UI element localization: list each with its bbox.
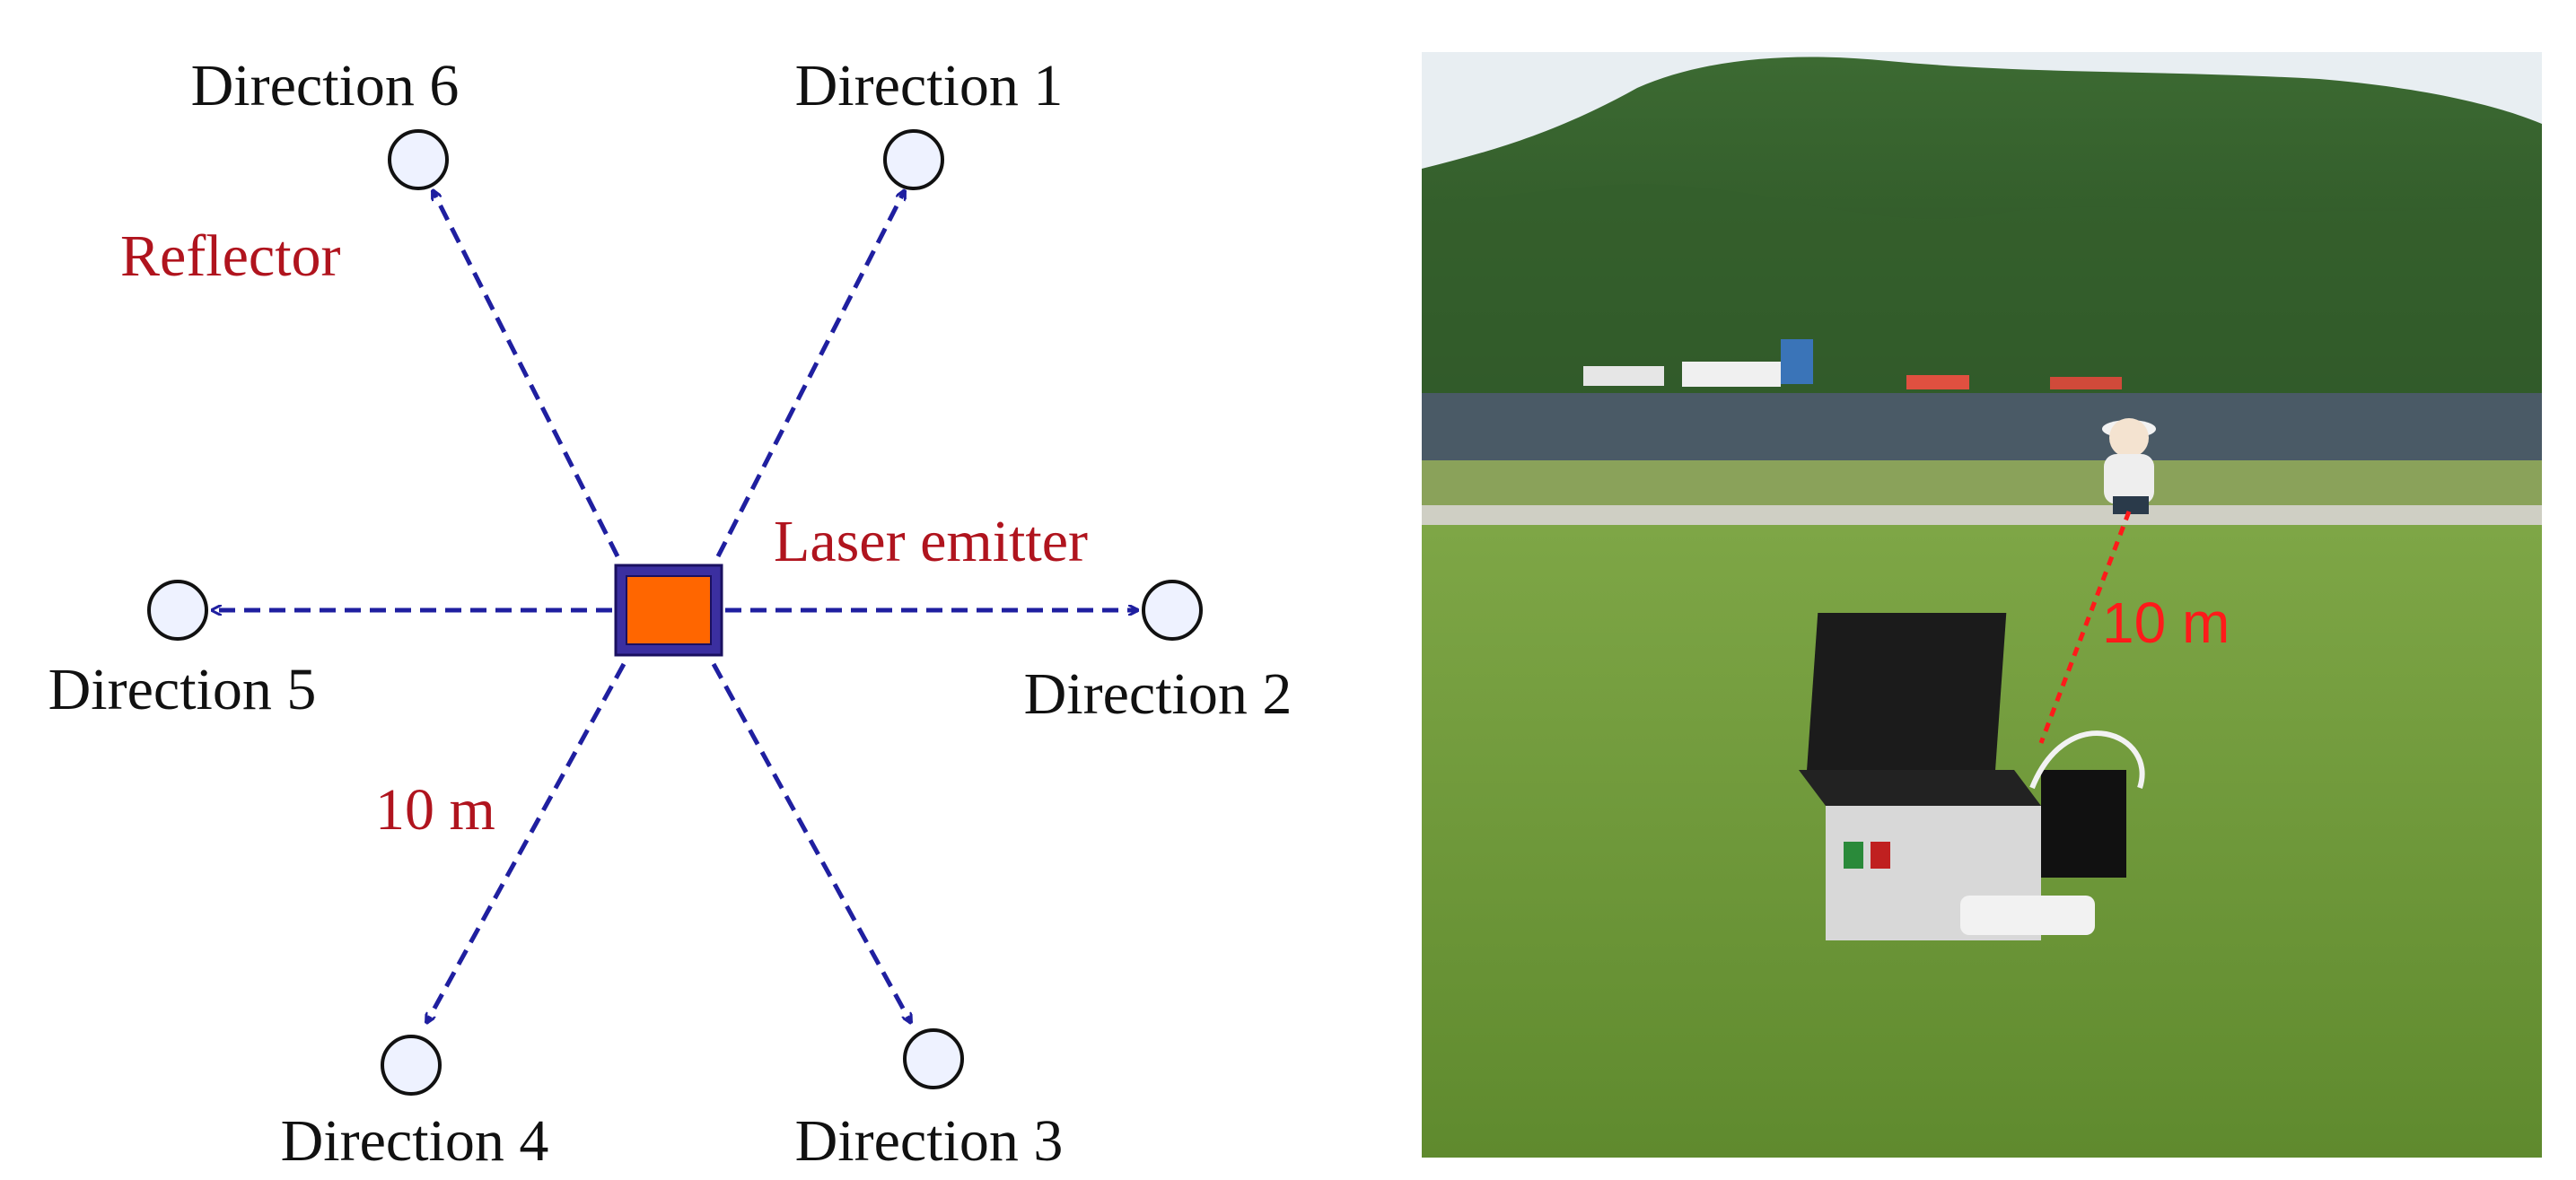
instrument-setup — [1799, 613, 2145, 940]
reflector-direction-3 — [903, 1028, 964, 1089]
distance-line — [2038, 511, 2132, 744]
emitter-inner — [626, 575, 712, 645]
laser-emitter-label: Laser emitter — [774, 509, 1088, 574]
reflector-direction-2 — [1142, 580, 1203, 641]
label-direction-4: Direction 4 — [281, 1108, 549, 1174]
person-with-reflector — [2102, 418, 2156, 514]
direction-arrows — [212, 190, 1138, 1023]
label-direction-5: Direction 5 — [48, 657, 317, 722]
arrow-direction-6 — [430, 190, 620, 558]
reflector-label: Reflector — [120, 223, 341, 289]
concrete-path — [1422, 505, 2542, 525]
label-direction-1: Direction 1 — [795, 53, 1064, 118]
measurement-diagram: Direction 6 Direction 1 Direction 5 Dire… — [48, 53, 1292, 1174]
label-direction-3: Direction 3 — [795, 1108, 1064, 1174]
reflector-direction-6 — [388, 129, 449, 190]
direction-labels: Direction 6 Direction 1 Direction 5 Dire… — [48, 53, 1292, 1174]
reflector-direction-4 — [381, 1035, 442, 1096]
label-direction-2: Direction 2 — [1024, 661, 1292, 727]
label-direction-6: Direction 6 — [191, 53, 460, 118]
reflectors — [147, 129, 1203, 1096]
reflector-direction-1 — [883, 129, 944, 190]
reflector-direction-5 — [147, 580, 208, 641]
mountain-ridge — [1422, 184, 2542, 402]
annotation-labels: Reflector Laser emitter 10 m — [120, 223, 1088, 843]
arrow-direction-3 — [711, 662, 914, 1023]
solar-field — [1422, 393, 2542, 465]
laser-emitter-box — [614, 564, 723, 657]
photo-distance-label: 10 m — [2102, 590, 2230, 655]
distant-buildings — [1583, 339, 2122, 389]
embankment — [1422, 460, 2542, 505]
arrow-direction-1 — [715, 190, 907, 558]
field-photo: 10 m — [1422, 52, 2542, 1158]
distance-label: 10 m — [375, 777, 495, 843]
arrow-direction-4 — [424, 662, 626, 1023]
